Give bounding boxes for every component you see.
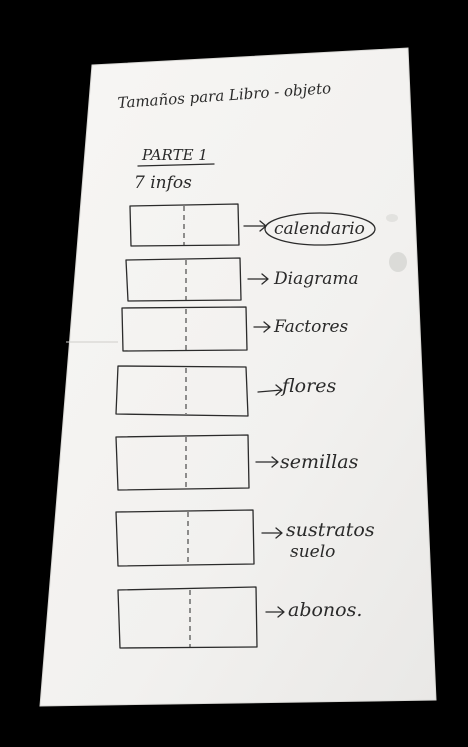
page-label-1: calendario bbox=[274, 219, 365, 239]
smudge-mark bbox=[386, 214, 398, 222]
part-label: PARTE 1 bbox=[141, 146, 208, 164]
page-label-3: Factores bbox=[273, 317, 349, 337]
page-label-4: flores bbox=[280, 375, 336, 397]
page-label-2: Diagrama bbox=[273, 269, 359, 289]
page-label-6: sustratos bbox=[286, 519, 375, 541]
paper-sheet bbox=[40, 48, 436, 706]
infos-label: 7 infos bbox=[134, 173, 192, 193]
smudge-mark bbox=[389, 252, 407, 272]
page-label-5: semillas bbox=[280, 451, 359, 473]
page-label-6-line2: suelo bbox=[290, 542, 335, 562]
page-label-7: abonos. bbox=[288, 599, 362, 621]
